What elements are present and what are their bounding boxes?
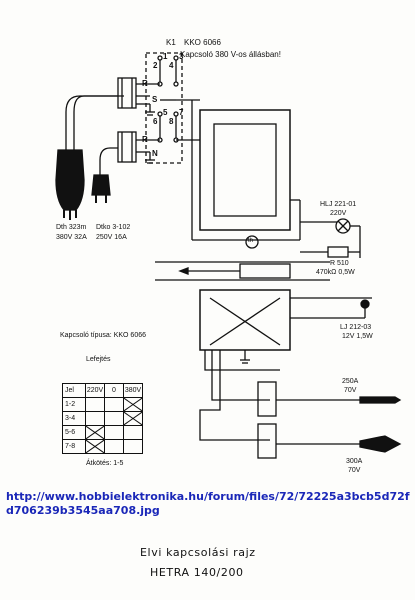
- terminal-3: 3: [179, 52, 184, 61]
- table-header: Jel: [62, 383, 86, 398]
- resistor-r510: [300, 246, 360, 258]
- switch-ref: K1: [166, 38, 176, 47]
- plug-3phase-connector: [65, 77, 160, 150]
- output2-voltage: 70V: [348, 467, 361, 474]
- core-shunt: [155, 261, 330, 281]
- lamp2-ref: LJ 212-03: [340, 324, 372, 331]
- switch-type-label: Kapcsoló típusa: KKO 6066: [60, 332, 146, 339]
- row-label: 1-2: [62, 397, 86, 412]
- lamp1-rating: 220V: [330, 210, 347, 217]
- terminal-8: 8: [169, 117, 174, 126]
- row-label: 3-4: [62, 411, 86, 426]
- thermal-symbol: th: [248, 238, 254, 244]
- table-cell-x: [123, 397, 143, 412]
- phase-label: N: [152, 149, 158, 158]
- table-cell: [104, 411, 124, 426]
- switch-contacts: [157, 55, 179, 143]
- resistor-rating: 470kΩ 0,5W: [316, 269, 355, 276]
- table-header: 380V: [123, 383, 143, 398]
- phase-label: R: [142, 135, 148, 144]
- source-url[interactable]: http://www.hobbielektronika.hu/forum/fil…: [6, 490, 410, 517]
- title-line-2: HETRA 140/200: [150, 566, 244, 579]
- output-leads: [199, 350, 360, 459]
- lamp1-ref: HLJ 221-01: [320, 201, 357, 208]
- transformer-primary: [176, 99, 301, 241]
- lamp2-rating: 12V 1,5W: [342, 333, 373, 340]
- table-cell-x: [85, 439, 105, 454]
- table-cell: [104, 397, 124, 412]
- output1-current: 250A: [342, 378, 359, 385]
- table-cell: [85, 397, 105, 412]
- plug-right-rating: 250V 16A: [96, 234, 127, 241]
- terminal-6: 6: [153, 117, 158, 126]
- phase-label: R: [142, 79, 148, 88]
- plug-1phase-icon: [91, 174, 111, 203]
- switch-table: Jel 220V 0 380V 1-2 3-4 5-6 7-8: [62, 383, 143, 454]
- terminal-2: 2: [153, 61, 158, 70]
- electrode-holder-icon: [359, 396, 402, 404]
- thermal-switch: [245, 235, 259, 249]
- switch-note: Kapcsoló 380 V-os állásban!: [180, 50, 281, 59]
- table-header-row: Jel 220V 0 380V: [62, 383, 143, 398]
- table-row: 3-4: [62, 411, 143, 426]
- ground-symbol: [145, 104, 155, 164]
- transformer-secondary: [199, 289, 291, 364]
- output2-current: 300A: [346, 458, 363, 465]
- terminal-4: 4: [169, 61, 174, 70]
- indicator-lamp-2: [290, 297, 372, 319]
- ground-clamp-icon: [359, 435, 402, 453]
- plug-1phase-connector: [99, 131, 160, 175]
- terminal-1: 1: [163, 52, 168, 61]
- table-caption: Lefejtés: [86, 356, 111, 363]
- table-cell: [123, 425, 143, 440]
- table-row: 5-6: [62, 425, 143, 440]
- table-cell: [85, 411, 105, 426]
- row-label: 7-8: [62, 439, 86, 454]
- plug-left-rating: 380V 32A: [56, 234, 87, 241]
- table-cell-x: [123, 411, 143, 426]
- table-header: 220V: [85, 383, 105, 398]
- plug-3phase-icon: [55, 149, 85, 220]
- table-note: Átkötés: 1-5: [86, 460, 124, 467]
- table-cell: [104, 439, 124, 454]
- plug-left-ref: Dth 323m: [56, 224, 87, 231]
- terminal-5: 5: [163, 108, 168, 117]
- row-label: 5-6: [62, 425, 86, 440]
- table-row: 1-2: [62, 397, 143, 412]
- title-line-1: Elvi kapcsolási rajz: [140, 546, 256, 559]
- plug-right-ref: Dtko 3-102: [96, 224, 131, 231]
- table-header: 0: [104, 383, 124, 398]
- terminal-7: 7: [179, 108, 184, 117]
- switch-k1-frame: [145, 52, 183, 164]
- table-cell: [123, 439, 143, 454]
- indicator-lamp-1: [300, 218, 361, 258]
- resistor-ref: R 510: [330, 260, 349, 267]
- table-row: 7-8: [62, 439, 143, 454]
- table-cell: [104, 425, 124, 440]
- switch-type: KKO 6066: [184, 38, 221, 47]
- table-cell-x: [85, 425, 105, 440]
- phase-label: S: [152, 95, 158, 104]
- output1-voltage: 70V: [344, 387, 357, 394]
